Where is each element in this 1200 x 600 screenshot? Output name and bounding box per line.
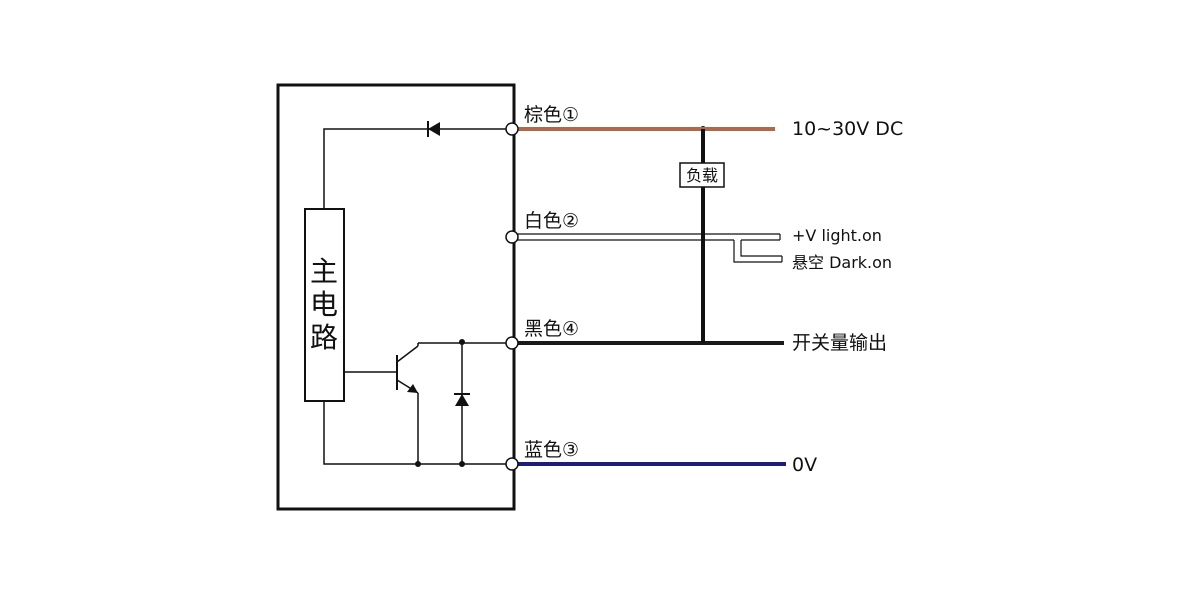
junction-dot — [415, 461, 421, 467]
junction-dot — [459, 461, 465, 467]
output-transistor — [344, 342, 512, 464]
terminal-blue — [505, 457, 519, 471]
white-output-dark-on: 悬空 Dark.on — [792, 253, 892, 272]
supply-voltage-label: 10~30V DC — [792, 118, 903, 140]
main-circuit-label-1: 主 — [310, 255, 338, 288]
reverse-protection-diode — [427, 121, 440, 137]
white-output-light-on: +V light.on — [792, 226, 882, 245]
black-wire-label: 黑色④ — [524, 318, 579, 340]
junction-dot — [459, 339, 465, 345]
main-circuit-label-2: 电 — [310, 288, 338, 321]
sensor-housing — [276, 83, 516, 511]
ground-label: 0V — [792, 454, 817, 476]
load-box — [679, 162, 725, 188]
terminal-black — [505, 336, 519, 350]
internal-ground-path — [323, 401, 512, 465]
white-wire — [512, 233, 783, 263]
clamp-diode-body — [455, 394, 469, 406]
internal-supply-path — [323, 128, 512, 209]
terminal-brown — [505, 122, 519, 136]
terminal-white — [505, 230, 519, 244]
brown-wire-label: 棕色① — [524, 104, 579, 126]
main-circuit-label-3: 路 — [310, 321, 338, 354]
emitter-arrow — [407, 384, 418, 393]
white-wire-label: 白色② — [524, 210, 579, 232]
blue-wire-label: 蓝色③ — [524, 439, 579, 461]
switch-output-label: 开关量输出 — [792, 332, 887, 354]
load-label: 负载 — [686, 166, 718, 185]
